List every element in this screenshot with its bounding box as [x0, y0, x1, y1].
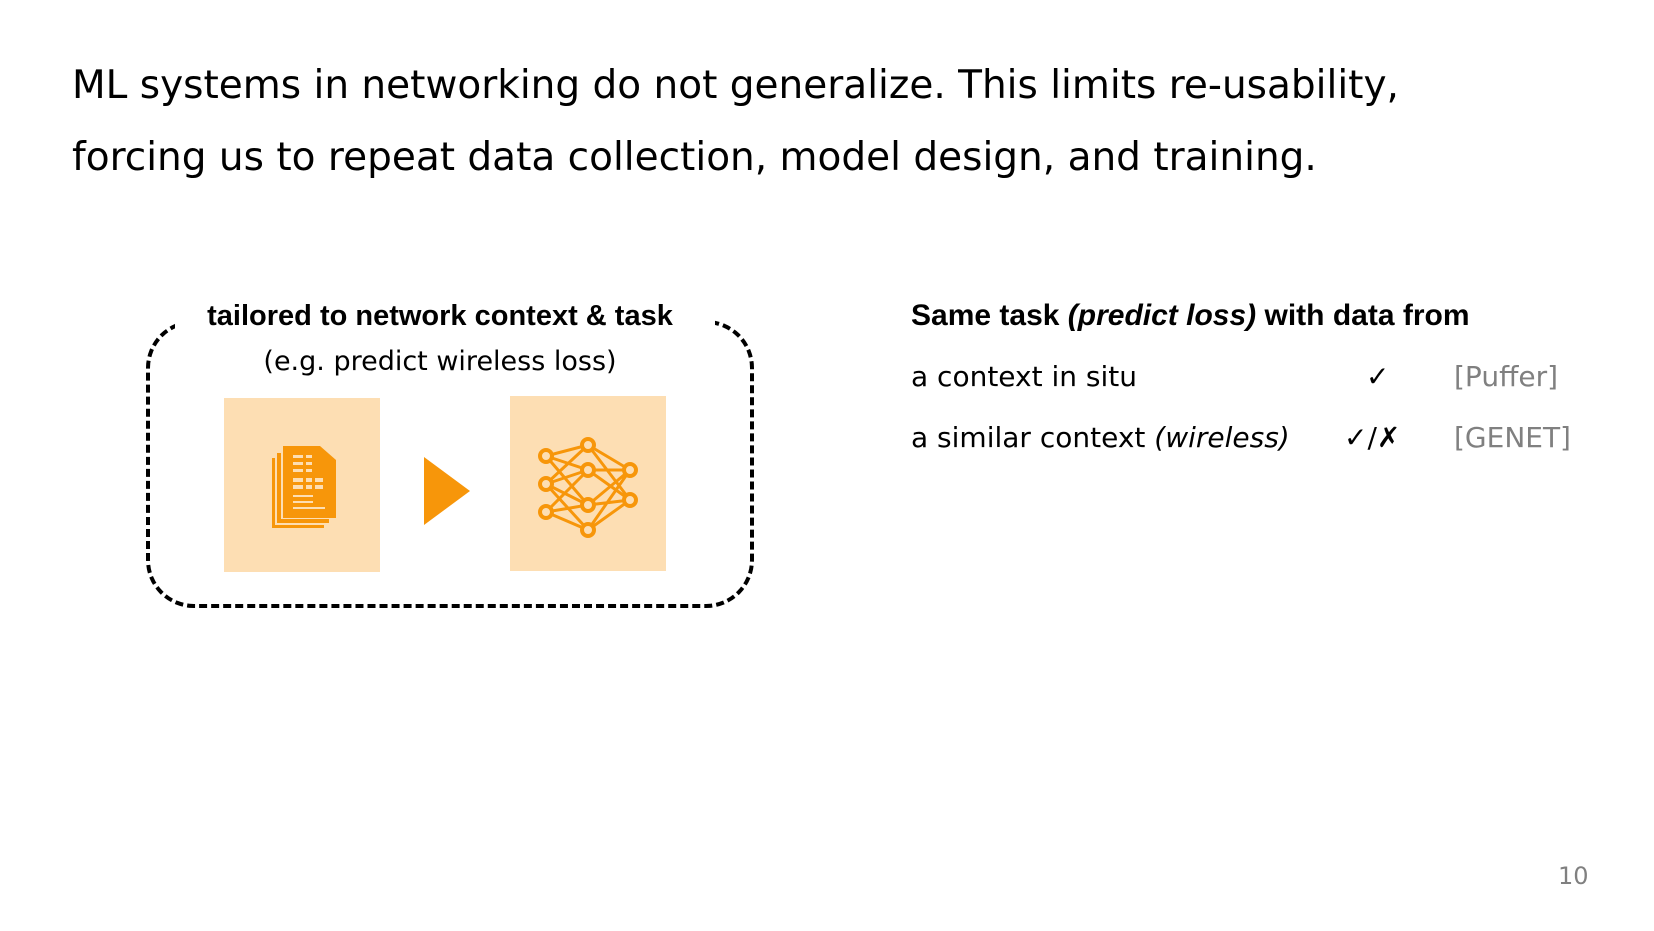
row-label: a similar context (wireless): [911, 421, 1290, 454]
row-label-italic: (wireless): [1154, 421, 1290, 454]
neural-network-icon: [538, 437, 638, 538]
row-reference: [Puffer]: [1454, 360, 1559, 393]
slide-title-line-1: ML systems in networking do not generali…: [72, 63, 1399, 108]
heading-text-end: with data from: [1264, 299, 1470, 332]
comparison-heading: Same task (predict loss) with data from: [911, 299, 1470, 333]
row-label-text: a similar context: [911, 421, 1146, 454]
row-reference: [GENET]: [1454, 421, 1571, 454]
heading-italic: (predict loss): [1067, 299, 1257, 332]
diagram-subheading: (e.g. predict wireless loss): [263, 346, 617, 377]
diagram-heading: tailored to network context & task: [207, 300, 673, 332]
row-mark: ✓: [1366, 360, 1390, 393]
play-arrow-icon: [424, 457, 470, 525]
documents-icon: [272, 446, 336, 528]
row-label: a context in situ: [911, 360, 1137, 393]
data-panel: [224, 398, 380, 572]
page-number: 10: [1558, 862, 1589, 890]
model-panel: [510, 396, 666, 571]
slide-title-line-2: forcing us to repeat data collection, mo…: [72, 135, 1317, 180]
heading-text: Same task: [911, 299, 1060, 332]
row-label-text: a context in situ: [911, 360, 1138, 393]
row-mark: ✓/✗: [1344, 421, 1401, 454]
heading-gap: [175, 300, 715, 340]
